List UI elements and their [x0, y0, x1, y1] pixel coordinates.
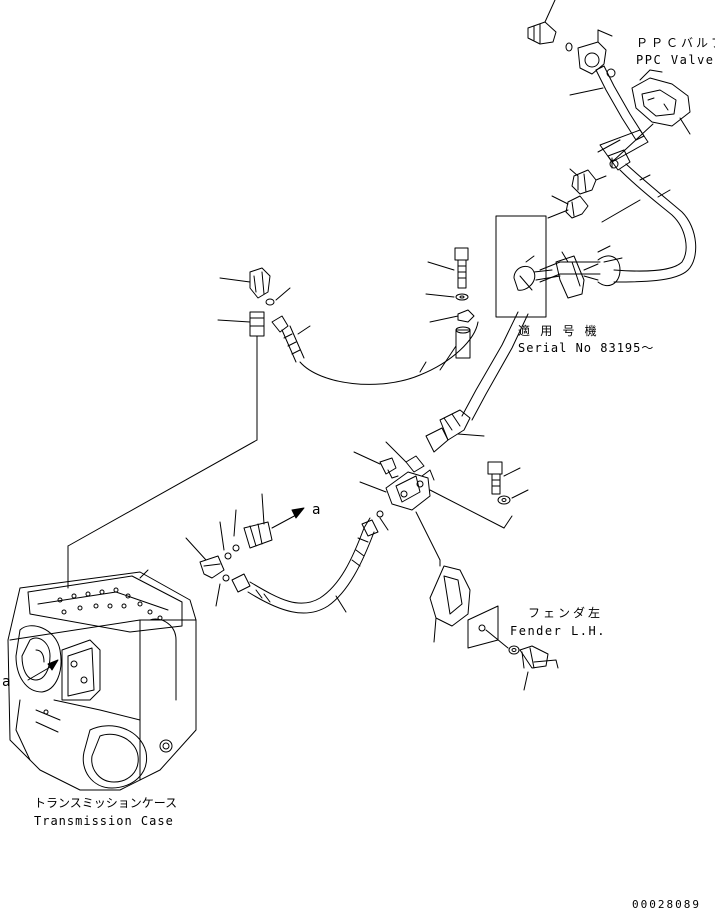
- ppc-clamp: [597, 245, 623, 286]
- trans-case-label-jp: トランスミッションケース: [34, 796, 178, 810]
- o-ring-left: [265, 287, 291, 306]
- arrow-to-a-upper: [271, 507, 305, 529]
- collar: [439, 326, 471, 371]
- hose-fitting-middle: [425, 409, 485, 453]
- adapter-lower: [243, 493, 273, 549]
- hose-bracket-right: [555, 251, 599, 299]
- ppc-valve-label-en: PPC Valve: [636, 53, 715, 67]
- block-leader: [503, 515, 513, 529]
- ppc-valve-body: [631, 69, 691, 135]
- bracket-hose-connection: [539, 261, 601, 283]
- ppc-adapter: [569, 168, 607, 195]
- fender-washer: [485, 629, 520, 655]
- hose-lower: [231, 517, 379, 614]
- elbow-lower: [185, 537, 225, 579]
- o-ring-lower-1: [232, 509, 240, 552]
- fender-label-en: Fender L.H.: [510, 624, 606, 638]
- fender-label-jp: フェンダ左: [528, 606, 604, 620]
- o-ring-lower-2: [219, 521, 232, 560]
- ref-a-lower: a: [2, 674, 10, 690]
- bolt-upper: [427, 247, 469, 289]
- bolt-small-left: [353, 451, 399, 479]
- ppc-o-ring-small: [565, 42, 573, 52]
- ppc-elbow-2: [607, 149, 631, 171]
- fender-plate: [467, 605, 499, 649]
- washer-upper: [425, 293, 469, 301]
- washer-right: [497, 489, 529, 505]
- o-ring-center: [376, 510, 389, 531]
- ppc-elbow-fitting: [527, 0, 557, 45]
- ppc-hose-upper: [595, 65, 645, 141]
- fender-bracket: [429, 559, 471, 643]
- nut-upper: [429, 309, 475, 323]
- trans-case-label-en: Transmission Case: [34, 814, 174, 828]
- ppc-adapter-2: [547, 195, 589, 219]
- ppc-hose-leader: [569, 87, 654, 163]
- serial-label-en: Serial No 83195～: [518, 341, 655, 355]
- serial-range-box: [495, 215, 547, 318]
- drawing-number: 00028089: [632, 898, 701, 911]
- ref-a-upper: a: [312, 502, 320, 518]
- transmission-case: [7, 439, 258, 791]
- ppc-valve-label-jp: ＰＰＣバルブ: [636, 36, 715, 50]
- block-fitting: [359, 441, 505, 561]
- ppc-main-hose: [601, 163, 697, 283]
- bolt-right: [487, 461, 521, 495]
- hose-left: [271, 315, 479, 385]
- serial-label-jp: 適 用 号 機: [518, 324, 599, 338]
- elbow-fitting-left: [219, 267, 271, 299]
- o-ring-lower-3: [215, 574, 230, 607]
- adapter-left: [217, 311, 265, 441]
- pipe-down: [461, 311, 529, 421]
- clamp-in-box: [513, 255, 561, 291]
- fender-bolt: [519, 645, 559, 691]
- ppc-elbow-bracket: [577, 29, 613, 75]
- ppc-o-ring-2: [606, 68, 616, 78]
